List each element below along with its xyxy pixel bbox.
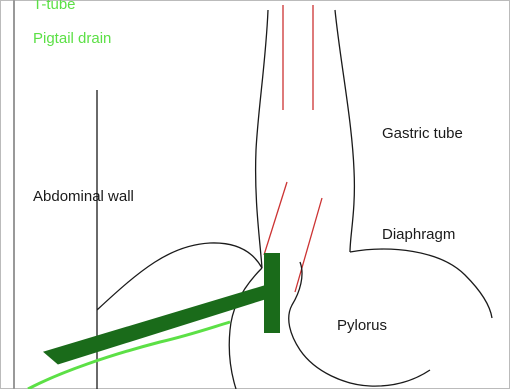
abdominal-wall-label: Abdominal wall [33, 188, 134, 205]
diaphragm-label: Diaphragm [382, 226, 455, 243]
legend-t-tube-label: T-tube [33, 0, 76, 13]
t-tube-shaft [44, 286, 268, 364]
gastric-tube-label: Gastric tube [382, 125, 463, 142]
pylorus-label: Pylorus [337, 317, 387, 334]
t-tube-crossbar [264, 253, 280, 333]
pylorus-outline [229, 268, 262, 389]
red-line-lower-right [295, 198, 322, 292]
legend-pigtail-drain-label: Pigtail drain [33, 30, 111, 47]
gastric-tube-outline-right [335, 10, 354, 252]
red-line-lower-left [264, 182, 287, 255]
diaphragm-right-line [350, 249, 492, 318]
gastric-tube-outline [256, 10, 268, 268]
